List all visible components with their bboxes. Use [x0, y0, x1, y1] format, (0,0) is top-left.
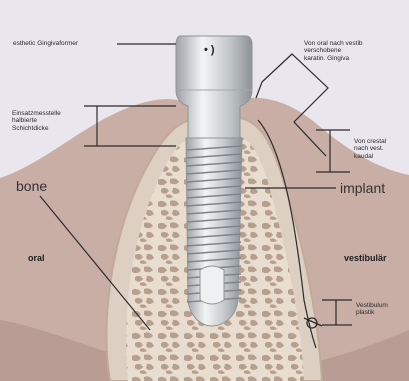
einsatz-line-3: Schichtdicke [12, 125, 61, 132]
von-crestal-line-2: nach vest. [354, 145, 386, 152]
von-oral-line-2: verschobene [304, 47, 363, 54]
label-von-crestal: Von crestal nach vest. kaudal [354, 138, 386, 160]
label-einsatzmessstelle: Einsatzmesstelle halbierte Schichtdicke [12, 110, 61, 132]
von-oral-line-1: Von oral nach vestib [304, 40, 363, 47]
einsatz-line-2: halbierte [12, 117, 61, 124]
label-von-oral: Von oral nach vestib verschobene karatin… [304, 40, 363, 62]
abutment-marking: • ) [204, 44, 215, 56]
einsatz-line-1: Einsatzmesstelle [12, 110, 61, 117]
label-implant: implant [340, 180, 385, 196]
label-vestibulumplastik: Vestibulum plastik [356, 302, 388, 317]
label-esthetic-gingivaformer: esthetic Gingivaformer [13, 40, 78, 47]
vestibulum-line-1: Vestibulum [356, 302, 388, 309]
von-crestal-line-3: kaudal [354, 153, 386, 160]
label-oral: oral [28, 253, 45, 263]
implant-body [186, 138, 242, 326]
label-vestibular: vestibulär [344, 253, 387, 263]
von-crestal-line-1: Von crestal [354, 138, 386, 145]
von-oral-line-3: karatin. Gingiva [304, 55, 363, 62]
label-bone: bone [16, 178, 47, 194]
vestibulum-line-2: plastik [356, 309, 388, 316]
